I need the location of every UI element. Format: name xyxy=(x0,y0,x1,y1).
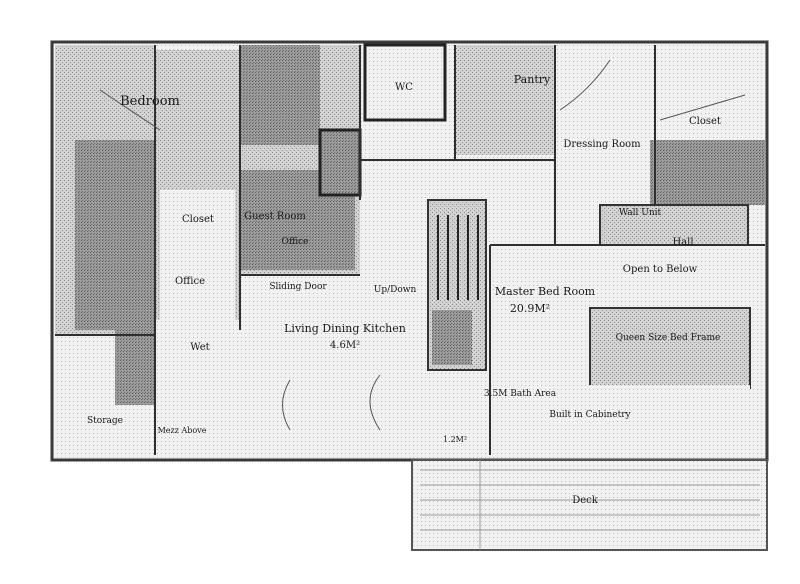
wet-label: Wet xyxy=(190,342,209,353)
office-left-area xyxy=(160,190,235,320)
bed-frame xyxy=(589,307,751,389)
small-shower xyxy=(318,128,362,197)
bedroom-dark-zone xyxy=(75,140,155,330)
guest-room-dark xyxy=(240,45,320,145)
master-bed-room-area: 20.9M² xyxy=(510,302,550,315)
sliding-door-label: Sliding Door xyxy=(269,282,327,292)
master-bath-strip xyxy=(495,385,750,425)
wall-unit-label: Wall Unit xyxy=(619,208,662,218)
office-left-label: Office xyxy=(175,276,205,287)
bedroom-left-label: Bedroom xyxy=(120,94,180,109)
stair-dark xyxy=(432,310,472,365)
queen-bed-label: Queen Size Bed Frame xyxy=(616,333,721,343)
storage-label: Storage xyxy=(87,416,123,426)
closet-right-label: Closet xyxy=(689,116,721,127)
closet-left-label: Closet xyxy=(182,214,214,225)
bath-area-label: 3.5M Bath Area xyxy=(484,389,557,399)
pantry-label: Pantry xyxy=(514,73,551,86)
wall-unit-box xyxy=(599,204,749,246)
closet-right-area xyxy=(655,45,765,145)
ldk-area-label: 4.6M² xyxy=(330,340,360,351)
pantry-area xyxy=(455,45,555,155)
area-small-label: 1.2M² xyxy=(443,435,467,444)
deck-outline xyxy=(411,459,768,551)
wc-label: WC xyxy=(395,82,413,93)
right-dark-zone xyxy=(650,140,765,205)
dressing-room-label: Dressing Room xyxy=(563,139,641,150)
deck-label: Deck xyxy=(572,495,599,506)
lower-left-dark xyxy=(115,330,155,405)
master-bed-room-label: Master Bed Room xyxy=(495,285,596,298)
open-to-below-label: Open to Below xyxy=(623,264,698,275)
ldk-label: Living Dining Kitchen xyxy=(284,322,406,335)
built-in-label: Built in Cabinetry xyxy=(549,410,631,420)
dressing-room-area xyxy=(555,45,655,195)
entry-label: Entry xyxy=(187,281,190,284)
office-center-label: Office xyxy=(281,237,308,247)
wc-room-area xyxy=(363,43,447,122)
mezz-above-label: Mezz Above xyxy=(158,426,207,435)
guest-room-label: Guest Room xyxy=(244,211,306,222)
up-down-label: Up/Down xyxy=(374,285,417,295)
hall-label: Hall xyxy=(672,237,693,248)
